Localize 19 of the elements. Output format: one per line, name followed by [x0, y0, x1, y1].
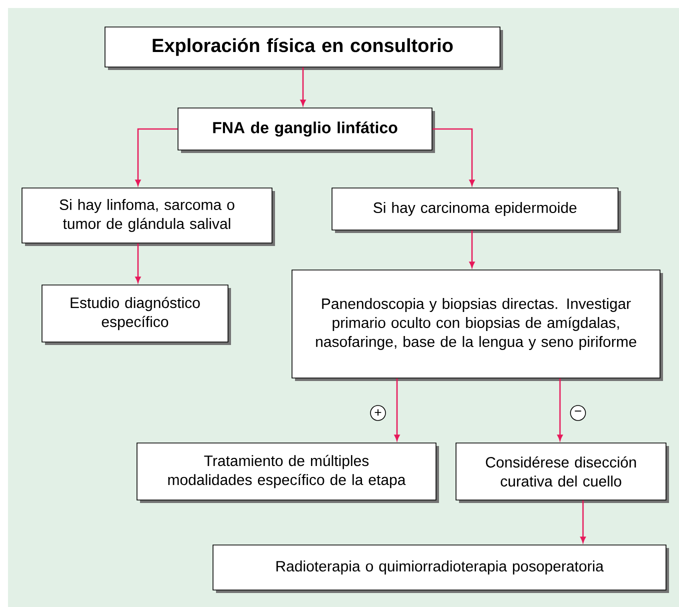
arrow	[432, 128, 475, 186]
arrow	[300, 67, 306, 106]
arrow	[469, 230, 475, 268]
process-box: Si hay carcinoma epidermoide	[332, 188, 621, 233]
edge-label: +	[370, 405, 386, 421]
process-box: Estudio diagnóstico específico	[42, 284, 231, 345]
edge-label: −	[570, 405, 586, 421]
arrow	[580, 500, 586, 543]
process-box: Panendoscopia y biopsias directas. Investigar primario oculto con biopsias de amígdalas, nasofaringe, base de la lengua y seno piriforme	[292, 270, 663, 381]
arrow	[394, 378, 400, 441]
process-box: Tratamiento de múltiples modalidades específico de la etapa	[136, 442, 439, 503]
process-box: Si hay linfoma, sarcoma o tumor de glándula salival	[22, 188, 275, 246]
process-box: Considérese disección curativa del cuello	[456, 442, 669, 503]
process-box: Radioterapia o quimiorradioterapia posoperatoria	[212, 544, 669, 593]
process-box: FNA de ganglio linfático	[178, 108, 435, 153]
arrow	[557, 378, 563, 441]
arrow	[135, 128, 178, 186]
process-box: Exploración física en consultorio	[104, 26, 503, 70]
arrow	[135, 243, 141, 283]
